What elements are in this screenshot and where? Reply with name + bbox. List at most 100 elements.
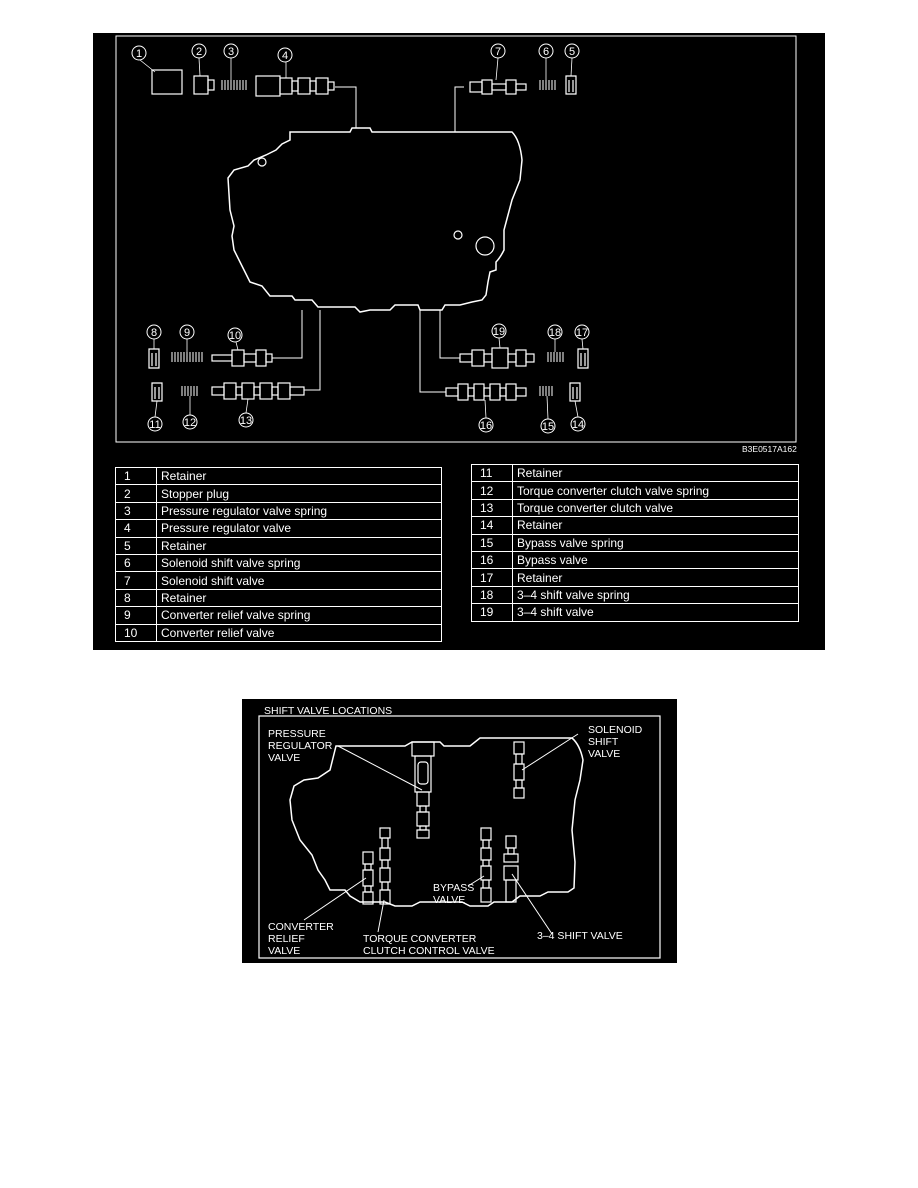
- callout-number: 6: [543, 46, 549, 58]
- spring-part-15: [539, 386, 553, 396]
- callout-number: 5: [569, 46, 575, 58]
- legend-label: Stopper plug: [156, 484, 442, 503]
- legend-label: Pressure regulator valve: [156, 519, 442, 538]
- callout-circle: [147, 416, 163, 432]
- figure-code: B3E0517A162: [742, 444, 797, 454]
- spring-part-9: [171, 352, 203, 362]
- pressure-regulator-valve-part-4: [255, 75, 335, 97]
- callout-leaders: [139, 57, 584, 420]
- legend-number: 7: [115, 571, 157, 590]
- leader-lines: [272, 86, 464, 393]
- legend-number: 14: [471, 516, 513, 535]
- stopper-plug-part-2: [193, 75, 215, 95]
- legend-label: Retainer: [512, 568, 799, 587]
- legend-label: Bypass valve spring: [512, 533, 799, 552]
- retainer-part-17: [577, 348, 589, 369]
- legend-number: 17: [471, 568, 513, 587]
- callout-circle: [478, 417, 494, 433]
- callout-circle: [191, 43, 207, 59]
- solenoid-shift-valve-part-7: [469, 79, 527, 95]
- legend-number: 15: [471, 533, 513, 552]
- retainer-part-14: [569, 382, 581, 402]
- spring-part-3: [221, 80, 247, 90]
- legend-label: Converter relief valve: [156, 623, 442, 642]
- retainer-part-11: [151, 382, 163, 402]
- callout-circle: [574, 324, 590, 340]
- legend-number: 6: [115, 553, 157, 573]
- retainer-part-1: [151, 69, 183, 95]
- legend-number: 13: [471, 498, 513, 518]
- legend-label: Torque converter clutch valve: [512, 498, 799, 518]
- callout-circle: [179, 324, 195, 340]
- callout-circle: [490, 43, 506, 59]
- callout-circle: [491, 323, 507, 339]
- spring-part-18: [547, 352, 564, 362]
- legend-label: Retainer: [156, 536, 442, 555]
- callout-circle: [227, 327, 243, 343]
- callout-number: 14: [572, 419, 584, 431]
- callout-number: 18: [549, 327, 561, 339]
- valve-body-outline: [227, 127, 523, 313]
- callout-number: 10: [229, 330, 241, 342]
- legend-label: Retainer: [512, 516, 799, 535]
- legend-number: 8: [115, 588, 157, 608]
- callout-circle: [131, 45, 147, 61]
- callout-circle: [570, 416, 586, 432]
- legend-label: Solenoid shift valve: [156, 571, 442, 590]
- torque-converter-clutch-valve-part-13: [211, 382, 305, 400]
- callout-number: 16: [480, 420, 492, 432]
- legend-number: 3: [115, 501, 157, 521]
- legend-number: 16: [471, 550, 513, 570]
- legend-label: Torque converter clutch valve spring: [512, 481, 799, 500]
- legend-number: 18: [471, 585, 513, 605]
- callout-number: 17: [576, 327, 588, 339]
- legend-number: 9: [115, 606, 157, 625]
- legend-label: Retainer: [156, 466, 442, 486]
- callout-circle: [146, 324, 162, 340]
- callout-number: 4: [282, 50, 288, 62]
- retainer-part-8: [148, 348, 160, 369]
- legend-label: Bypass valve: [512, 550, 799, 570]
- spring-part-6: [539, 80, 556, 90]
- legend-label: Solenoid shift valve spring: [156, 553, 442, 573]
- callout-number: 7: [495, 46, 501, 58]
- callout-circle: [182, 414, 198, 430]
- callout-circle: [277, 47, 293, 63]
- callout-circle: [564, 43, 580, 59]
- shift-valve-34-part-19: [459, 347, 535, 369]
- legend-number: 19: [471, 603, 513, 622]
- callout-circle: [238, 412, 254, 428]
- retainer-part-5: [565, 75, 577, 95]
- callout-circle: [223, 43, 239, 59]
- spring-part-12: [181, 386, 198, 396]
- legend-label: Converter relief valve spring: [156, 606, 442, 625]
- legend-number: 11: [471, 463, 513, 483]
- callout-number: 8: [151, 327, 157, 339]
- legend-number: 2: [115, 484, 157, 503]
- callout-circle: [540, 418, 556, 434]
- legend-number: 1: [115, 466, 157, 486]
- legend-label: Pressure regulator valve spring: [156, 501, 442, 521]
- legend-number: 4: [115, 519, 157, 538]
- callout-number: 15: [542, 421, 554, 433]
- callout-circle: [547, 324, 563, 340]
